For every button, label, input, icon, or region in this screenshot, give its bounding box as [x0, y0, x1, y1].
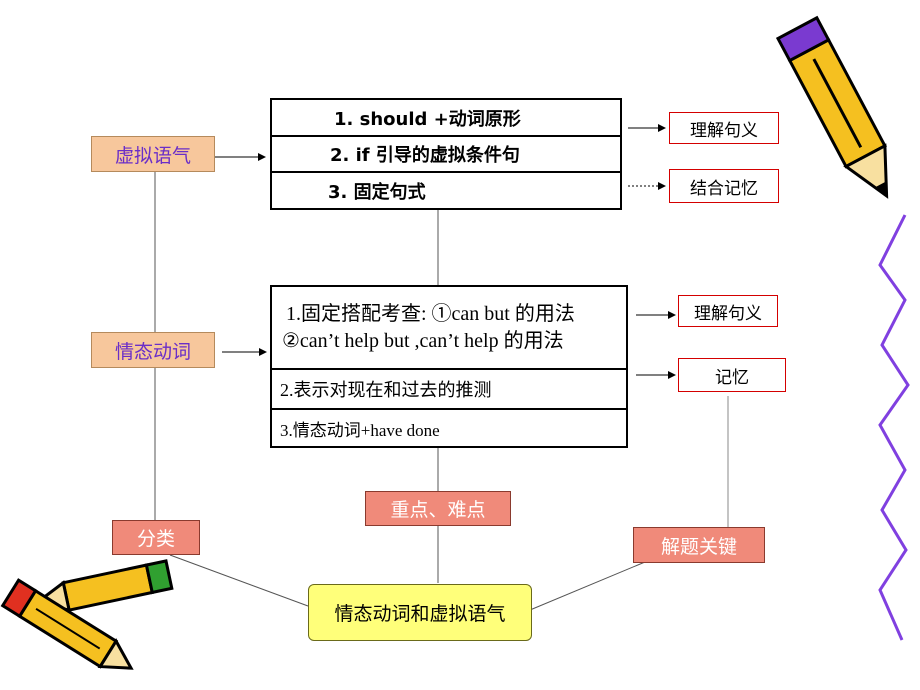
key-to-solving-label: 解题关键 — [633, 527, 765, 563]
category-modal-verbs-label: 情态动词 — [114, 340, 191, 363]
modal-row-1-line-2: ②can’t help but ,can’t help 的用法 — [282, 329, 564, 352]
center-title: 情态动词和虚拟语气 — [334, 603, 506, 625]
category-subjunctive: 虚拟语气 — [91, 136, 215, 172]
subjunctive-table: 1. should +动词原形 2. if 引导的虚拟条件句 3. 固定句式 — [270, 98, 622, 210]
subjunctive-row-2: 2. if 引导的虚拟条件句 — [272, 137, 620, 173]
category-classification-label: 分类 — [136, 528, 175, 550]
pencil-icon-top — [775, 15, 889, 199]
modal-row-1: 1.固定搭配考查: ①can but 的用法 ②can’t help but ,… — [272, 287, 626, 370]
modal-verbs-table: 1.固定搭配考查: ①can but 的用法 ②can’t help but ,… — [270, 285, 628, 448]
note-combine-memory-label: 结合记忆 — [690, 178, 758, 199]
key-to-solving-text: 解题关键 — [660, 535, 737, 558]
note-understand-1: 理解句义 — [669, 112, 779, 144]
modal-row-1-line-1: 1.固定搭配考查: ①can but 的用法 — [286, 302, 575, 325]
modal-row-3: 3.情态动词+have done — [280, 420, 440, 440]
note-memory: 记忆 — [678, 358, 786, 392]
note-understand-2-label: 理解句义 — [694, 303, 762, 324]
center-title-box: 情态动词和虚拟语气 — [308, 584, 532, 641]
category-subjunctive-label: 虚拟语气 — [114, 144, 191, 167]
note-combine-memory: 结合记忆 — [669, 169, 779, 203]
focus-difficulty-text: 重点、难点 — [390, 499, 486, 521]
note-understand-2: 理解句义 — [678, 295, 778, 327]
subjunctive-row-1: 1. should +动词原形 — [272, 100, 620, 137]
squiggle-border — [878, 214, 910, 641]
category-classification: 分类 — [112, 520, 200, 555]
pencil-icon-bottom-2 — [0, 578, 134, 670]
note-understand-1-label: 理解句义 — [690, 120, 758, 141]
modal-row-2: 2.表示对现在和过去的推测 — [272, 370, 626, 410]
category-modal-verbs: 情态动词 — [91, 332, 215, 368]
note-memory-label: 记忆 — [715, 367, 749, 388]
focus-difficulty-label: 重点、难点 — [365, 491, 511, 526]
subjunctive-row-3: 3. 固定句式 — [328, 181, 426, 203]
